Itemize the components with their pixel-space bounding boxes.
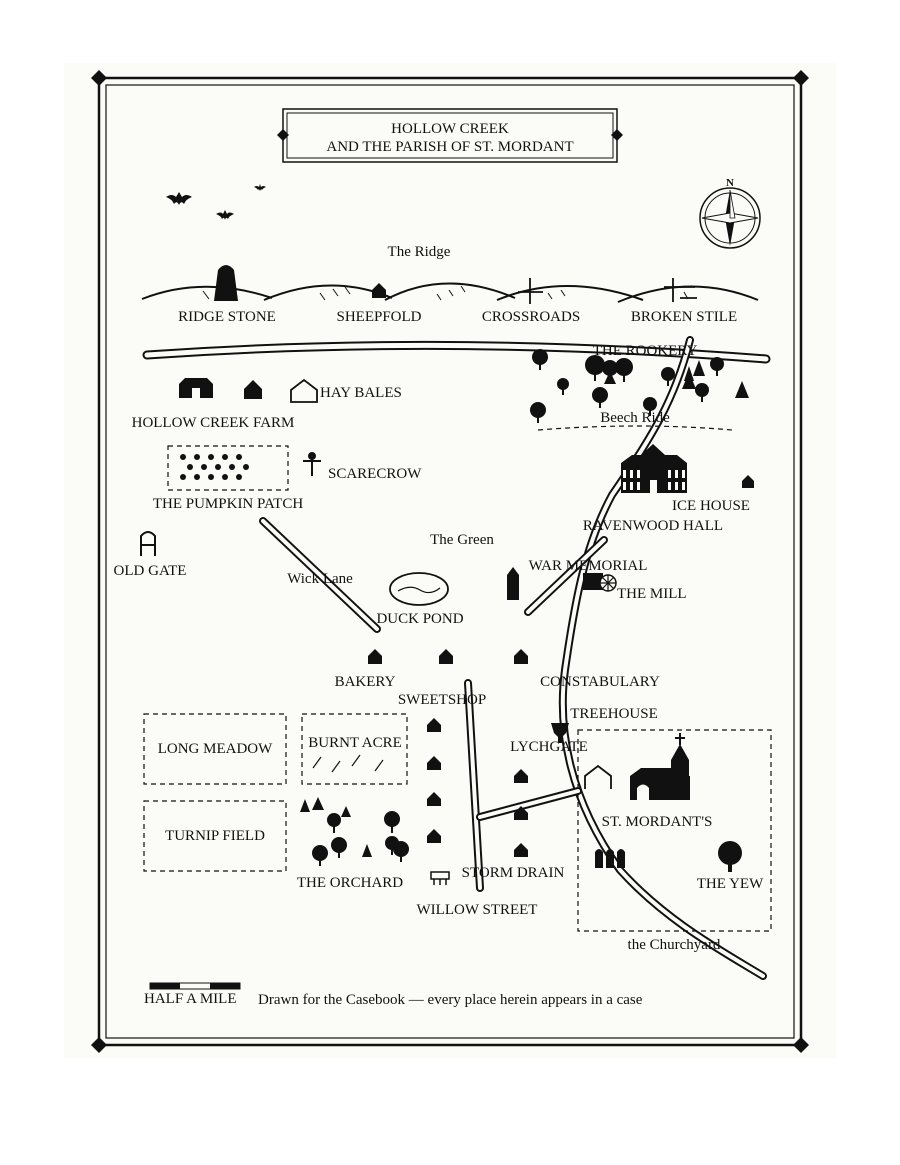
beech-ride-boundary bbox=[537, 425, 733, 431]
willow-street-road bbox=[464, 679, 582, 892]
church-icon bbox=[630, 733, 690, 800]
place-label-burnt-acre: BURNT ACRE bbox=[308, 735, 402, 751]
place-label-sheepfold: SHEEPFOLD bbox=[336, 309, 421, 325]
place-label-st-mordants: ST. MORDANT'S bbox=[602, 814, 713, 830]
storm-drain-icon bbox=[430, 871, 450, 885]
manor-hall-icon bbox=[621, 444, 687, 493]
region-label-ridge: The Ridge bbox=[388, 244, 451, 260]
old-gate-icon bbox=[140, 531, 156, 556]
pumpkin-patch-field bbox=[167, 445, 289, 491]
place-label-turnip-field: TURNIP FIELD bbox=[165, 828, 265, 844]
standing-stone-icon bbox=[214, 265, 238, 301]
village-house-icons bbox=[368, 649, 528, 857]
place-label-bakery: BAKERY bbox=[335, 674, 396, 690]
wick-lane-road bbox=[259, 517, 381, 633]
duck-pond-icon bbox=[389, 572, 449, 606]
pumpkin-icons bbox=[180, 454, 249, 480]
place-label-the-mill: THE MILL bbox=[617, 586, 687, 602]
place-label-long-meadow: LONG MEADOW bbox=[158, 741, 273, 757]
region-label-beech-ride: Beech Ride bbox=[600, 410, 670, 426]
churchyard-boundary bbox=[577, 729, 772, 932]
region-label-churchyard: the Churchyard bbox=[628, 937, 721, 953]
footer-note: Drawn for the Casebook — every place her… bbox=[258, 992, 643, 1008]
farm-barn-icon bbox=[179, 378, 213, 398]
ridge-road bbox=[142, 340, 771, 364]
place-label-hollow-creek-farm: HOLLOW CREEK FARM bbox=[132, 415, 295, 431]
broken-stile-icon bbox=[664, 278, 697, 302]
title-cartouche: HOLLOW CREEK AND THE PARISH OF ST. MORDA… bbox=[277, 108, 623, 163]
scarecrow-icon bbox=[303, 452, 321, 476]
map-title-line1: HOLLOW CREEK bbox=[391, 121, 509, 137]
place-label-ice-house: ICE HOUSE bbox=[672, 498, 750, 514]
place-label-sweetshop: SWEETSHOP bbox=[398, 692, 486, 708]
main-road bbox=[558, 336, 767, 980]
watermill-icon bbox=[583, 573, 617, 592]
map-border bbox=[97, 76, 803, 1047]
bat-icons bbox=[166, 184, 266, 220]
region-label-green: The Green bbox=[430, 532, 494, 548]
burnt-acre-field bbox=[301, 713, 408, 785]
place-label-the-yew: THE YEW bbox=[697, 876, 764, 892]
road-label-willow-street: WILLOW STREET bbox=[417, 902, 538, 918]
place-label-the-orchard: THE ORCHARD bbox=[297, 875, 403, 891]
yew-tree-icon bbox=[718, 841, 742, 872]
hall-spur-road bbox=[524, 536, 608, 616]
hay-bales-icon bbox=[290, 378, 318, 403]
place-label-hay-bales: HAY BALES bbox=[320, 385, 402, 401]
place-label-rookery: THE ROOKERY bbox=[593, 343, 698, 359]
corner-ornaments bbox=[91, 70, 809, 1053]
sheepfold-hut-icon bbox=[372, 283, 386, 298]
scale-bar-label: HALF A MILE bbox=[144, 991, 237, 1007]
orchard-trees bbox=[300, 797, 409, 866]
place-label-ridge-stone: RIDGE STONE bbox=[178, 309, 276, 325]
place-label-treehouse: TREEHOUSE bbox=[570, 706, 658, 722]
compass-north-label: N bbox=[726, 177, 734, 189]
place-label-pumpkin-patch: THE PUMPKIN PATCH bbox=[153, 496, 303, 512]
scale-bar bbox=[149, 982, 241, 990]
lychgate-icon bbox=[551, 723, 569, 743]
churchyard-gate-icon bbox=[584, 764, 612, 789]
place-label-ravenwood-hall: RAVENWOOD HALL bbox=[583, 518, 723, 534]
place-label-storm-drain: STORM DRAIN bbox=[462, 865, 565, 881]
place-label-broken-stile: BROKEN STILE bbox=[631, 309, 737, 325]
place-label-constabulary: CONSTABULARY bbox=[540, 674, 660, 690]
turnip-field bbox=[143, 800, 287, 872]
war-memorial-icon bbox=[507, 567, 519, 600]
place-label-war-memorial: WAR MEMORIAL bbox=[529, 558, 648, 574]
burnt-acre-hatching bbox=[312, 754, 384, 773]
road-label-wick-lane: Wick Lane bbox=[287, 571, 353, 587]
ridge-hatching bbox=[202, 285, 689, 301]
gravestones-icon bbox=[595, 849, 625, 868]
place-label-lychgate: LYCHGATE bbox=[510, 739, 588, 755]
place-label-old-gate: OLD GATE bbox=[114, 563, 187, 579]
compass-rose-icon: N bbox=[699, 177, 761, 249]
place-label-duck-pond: DUCK POND bbox=[376, 611, 463, 627]
place-label-scarecrow: SCARECROW bbox=[328, 466, 422, 482]
map-title-line2: AND THE PARISH OF ST. MORDANT bbox=[326, 139, 573, 155]
place-label-crossroads: CROSSROADS bbox=[482, 309, 580, 325]
ice-house-icon bbox=[742, 475, 754, 488]
signpost-icon bbox=[518, 278, 543, 304]
long-meadow-field bbox=[143, 713, 287, 785]
farmhouse-icon bbox=[244, 380, 262, 399]
rookery-trees bbox=[530, 349, 749, 423]
